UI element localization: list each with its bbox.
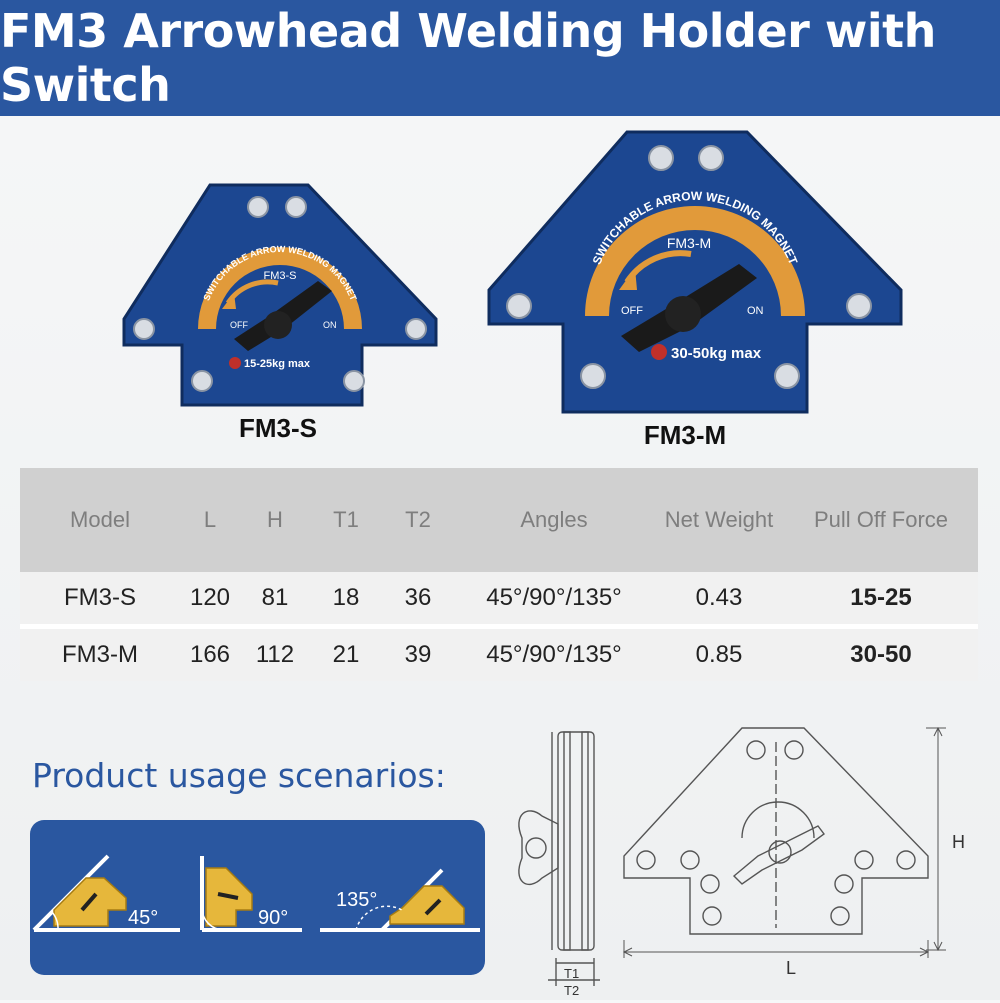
switch-handle bbox=[234, 281, 332, 351]
table-cell: 0.85 bbox=[654, 624, 784, 681]
magnet-fm3-m-image: SWITCHABLE ARROW WELDING MAGNET FM3-M OF… bbox=[487, 130, 903, 414]
magnet-icon bbox=[229, 357, 241, 369]
dial-arc bbox=[585, 206, 805, 316]
angle-arc bbox=[201, 907, 225, 931]
spec-table: Model L H T1 T2 Angles Net Weight Pull O… bbox=[20, 468, 978, 681]
capacity-text: 30-50kg max bbox=[671, 345, 762, 362]
side-view bbox=[518, 731, 600, 986]
model-text: FM3-M bbox=[667, 235, 711, 251]
column-header: L bbox=[180, 468, 240, 572]
column-header: H bbox=[240, 468, 310, 572]
magnet-body-shape bbox=[122, 183, 438, 407]
screw-icon bbox=[506, 293, 532, 319]
table-cell: 45°/90°/135° bbox=[454, 572, 654, 627]
column-header: T2 bbox=[382, 468, 454, 572]
table-cell: FM3-S bbox=[20, 572, 180, 627]
switch-handle bbox=[80, 892, 98, 912]
angle-arc bbox=[355, 905, 403, 931]
dial-arc bbox=[198, 247, 362, 329]
column-header: T1 bbox=[310, 468, 382, 572]
model-text: FM3-S bbox=[264, 270, 297, 282]
usage-title: Product usage scenarios: bbox=[32, 756, 446, 795]
table-cell: 166 bbox=[180, 624, 240, 681]
dimension-drawing: T1 T2 bbox=[518, 726, 965, 998]
table-cell: 36 bbox=[382, 572, 454, 627]
table-cell: 45°/90°/135° bbox=[454, 624, 654, 681]
on-label: ON bbox=[747, 305, 764, 317]
screw-icon bbox=[191, 370, 213, 392]
table-row: FM3-S 120 81 18 36 45°/90°/135° 0.43 15-… bbox=[20, 572, 978, 627]
table-cell: 21 bbox=[310, 624, 382, 681]
angle-label: 135° bbox=[336, 889, 377, 911]
table-cell: 18 bbox=[310, 572, 382, 627]
column-header: Pull Off Force bbox=[784, 468, 978, 572]
table-cell: 81 bbox=[240, 572, 310, 627]
page-title: FM3 Arrowhead Welding Holder with Switch bbox=[0, 4, 936, 112]
header-banner: FM3 Arrowhead Welding Holder with Switch bbox=[0, 0, 1000, 116]
magnet-icon bbox=[651, 344, 667, 360]
product-fm3-m: SWITCHABLE ARROW WELDING MAGNET FM3-M OF… bbox=[485, 130, 905, 450]
dimension-label-t1: T1 bbox=[564, 966, 579, 981]
on-label: ON bbox=[323, 320, 337, 330]
technical-drawing: T1 T2 bbox=[498, 718, 978, 1003]
magnet-body-shape bbox=[487, 130, 903, 414]
off-label: OFF bbox=[621, 305, 643, 317]
table-cell: 120 bbox=[180, 572, 240, 627]
magnet-yellow-shape bbox=[389, 885, 465, 925]
table-cell: 39 bbox=[382, 624, 454, 681]
usage-illustrations: 45° 90° 135° bbox=[32, 854, 480, 932]
switch-handle bbox=[217, 892, 239, 900]
dimension-label-l: L bbox=[786, 958, 796, 978]
front-view bbox=[623, 727, 929, 935]
usage-scenario-45: 45° bbox=[32, 854, 180, 932]
table-header-row: Model L H T1 T2 Angles Net Weight Pull O… bbox=[20, 468, 978, 572]
screw-icon bbox=[343, 370, 365, 392]
table-row: FM3-M 166 112 21 39 45°/90°/135° 0.85 30… bbox=[20, 624, 978, 681]
switch-handle bbox=[621, 264, 757, 352]
off-label: OFF bbox=[230, 320, 248, 330]
table-cell: 30-50 bbox=[784, 624, 978, 681]
product-label: FM3-M bbox=[643, 420, 727, 450]
switch-handle bbox=[424, 898, 442, 916]
product-label: FM3-S bbox=[239, 413, 317, 443]
dimension-label-h: H bbox=[952, 832, 965, 852]
magnet-fm3-s-image: SWITCHABLE ARROW WELDING MAGNET FM3-S OF… bbox=[122, 183, 438, 407]
screw-icon bbox=[698, 145, 724, 171]
table-cell: FM3-M bbox=[20, 624, 180, 681]
screw-icon bbox=[285, 196, 307, 218]
capacity-text: 15-25kg max bbox=[244, 358, 311, 370]
table-cell: 15-25 bbox=[784, 572, 978, 627]
angle-label: 45° bbox=[128, 907, 158, 929]
screw-icon bbox=[405, 318, 427, 340]
angle-arc bbox=[51, 911, 59, 931]
arrow-head-icon bbox=[619, 268, 637, 290]
column-header: Angles bbox=[454, 468, 654, 572]
usage-panel: 45° 90° 135° bbox=[30, 820, 485, 975]
product-fm3-s: SWITCHABLE ARROW WELDING MAGNET FM3-S OF… bbox=[118, 183, 442, 443]
usage-scenario-135: 135° bbox=[320, 868, 480, 932]
arrow-head-icon bbox=[222, 293, 236, 309]
table-cell: 0.43 bbox=[654, 572, 784, 627]
usage-scenario-90: 90° bbox=[200, 856, 302, 932]
dimension-lines bbox=[622, 726, 946, 958]
column-header: Net Weight bbox=[654, 468, 784, 572]
angle-label: 90° bbox=[258, 907, 288, 929]
screw-icon bbox=[133, 318, 155, 340]
screw-icon bbox=[648, 145, 674, 171]
screw-icon bbox=[247, 196, 269, 218]
screw-icon bbox=[580, 363, 606, 389]
screw-icon bbox=[846, 293, 872, 319]
table-cell: 112 bbox=[240, 624, 310, 681]
dimension-label-t2: T2 bbox=[564, 983, 579, 998]
screw-icon bbox=[774, 363, 800, 389]
column-header: Model bbox=[20, 468, 180, 572]
